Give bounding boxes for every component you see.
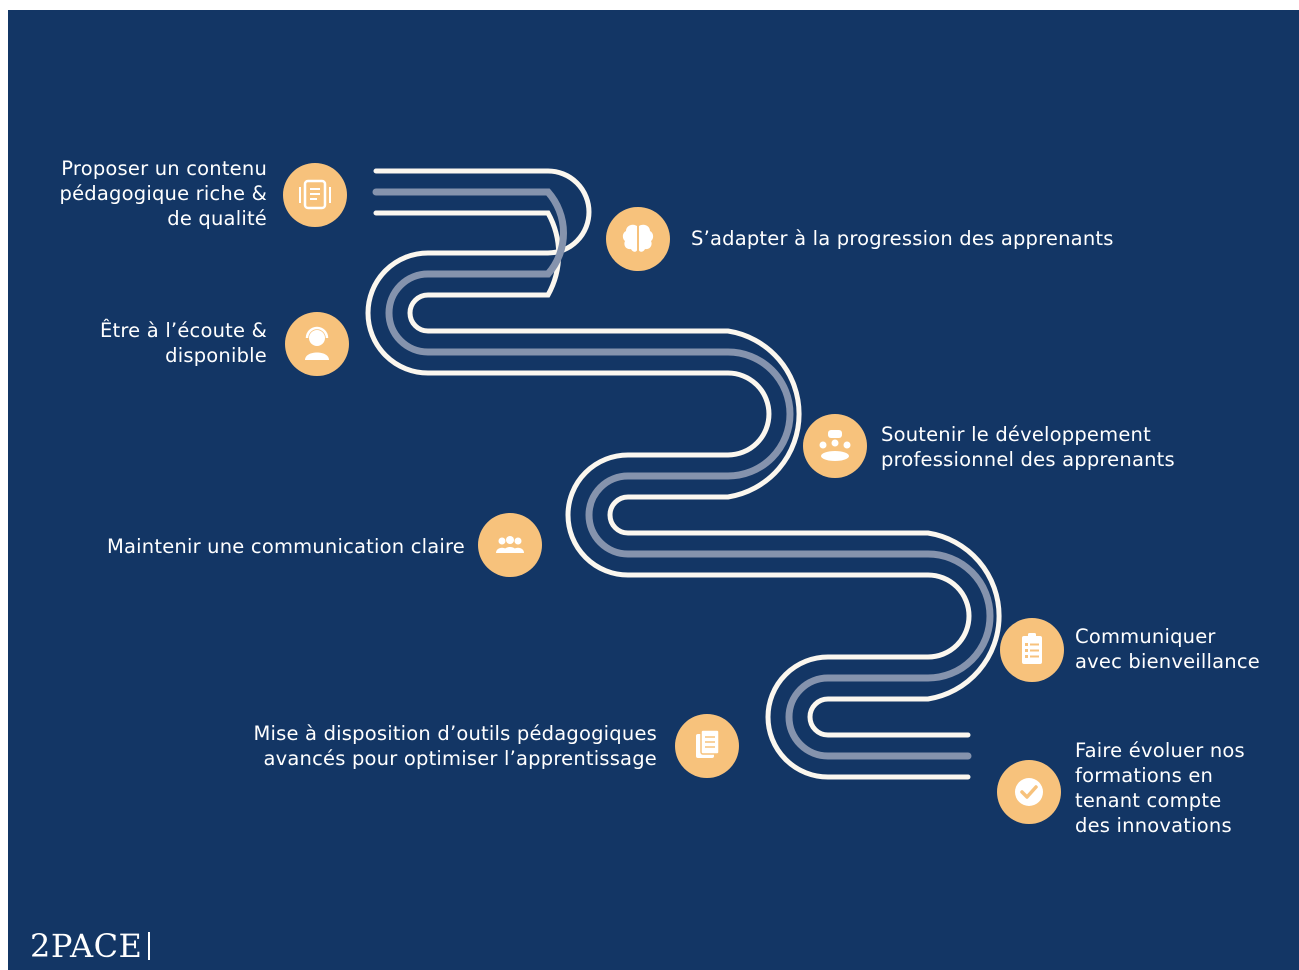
step-1-line-3: de qualité xyxy=(167,207,267,230)
step-3-line-1: Être à l’écoute & xyxy=(100,319,267,342)
step-label-8: Faire évoluer nos formations en tenant c… xyxy=(1075,738,1245,838)
step-6-line-1: Communiquer xyxy=(1075,625,1216,648)
document-icon xyxy=(299,179,331,210)
step-badge-1 xyxy=(283,163,347,227)
step-7-line-2: avancés pour optimiser l’apprentissage xyxy=(263,747,657,770)
brain-icon xyxy=(622,224,654,252)
winding-road xyxy=(365,168,1002,780)
road-center-line xyxy=(372,188,994,760)
road-outer-line xyxy=(365,168,972,780)
step-label-1: Proposer un contenu pédagogique riche & … xyxy=(60,156,267,231)
step-8-line-2: formations en xyxy=(1075,764,1214,787)
step-label-2: S’adapter à la progression des apprenant… xyxy=(691,226,1114,251)
support-agent-icon xyxy=(305,326,329,360)
step-5-line-1: Maintenir une communication claire xyxy=(107,535,465,558)
step-badge-6 xyxy=(1000,618,1064,682)
step-7-line-1: Mise à disposition d’outils pédagogiques xyxy=(253,722,657,745)
step-1-line-1: Proposer un contenu xyxy=(61,157,267,180)
step-8-line-4: des innovations xyxy=(1075,814,1232,837)
step-8-line-1: Faire évoluer nos xyxy=(1075,739,1245,762)
step-1-line-2: pédagogique riche & xyxy=(59,182,267,205)
step-badge-2 xyxy=(606,207,670,271)
step-badge-5 xyxy=(478,513,542,577)
diagram-canvas: Proposer un contenu pédagogique riche & … xyxy=(8,10,1299,970)
step-2-line-1: S’adapter à la progression des apprenant… xyxy=(691,227,1114,250)
step-8-line-3: tenant compte xyxy=(1075,789,1222,812)
step-4-line-1: Soutenir le développement xyxy=(881,423,1151,446)
step-label-5: Maintenir une communication claire xyxy=(107,534,465,559)
step-label-3: Être à l’écoute & disponible xyxy=(100,318,267,368)
step-4-line-2: professionnel des apprenants xyxy=(881,448,1175,471)
group-icon xyxy=(496,536,524,553)
step-badge-3 xyxy=(285,312,349,376)
brand-logo: 2PACE xyxy=(30,927,151,965)
logo-bar xyxy=(148,932,151,960)
brand-logo-text: 2PACE xyxy=(30,927,143,965)
step-3-line-2: disponible xyxy=(165,344,267,367)
meeting-icon xyxy=(819,430,851,461)
step-label-7: Mise à disposition d’outils pédagogiques… xyxy=(253,721,657,771)
step-label-6: Communiquer avec bienveillance xyxy=(1075,624,1260,674)
step-label-4: Soutenir le développement professionnel … xyxy=(881,422,1175,472)
check-icon xyxy=(1015,778,1043,806)
road-inner-line xyxy=(373,210,1002,738)
step-badge-4 xyxy=(803,414,867,478)
step-badge-7 xyxy=(675,714,739,778)
pages-icon xyxy=(696,729,720,758)
clipboard-icon xyxy=(1022,633,1042,664)
step-6-line-2: avec bienveillance xyxy=(1075,650,1260,673)
step-badge-8 xyxy=(997,760,1061,824)
